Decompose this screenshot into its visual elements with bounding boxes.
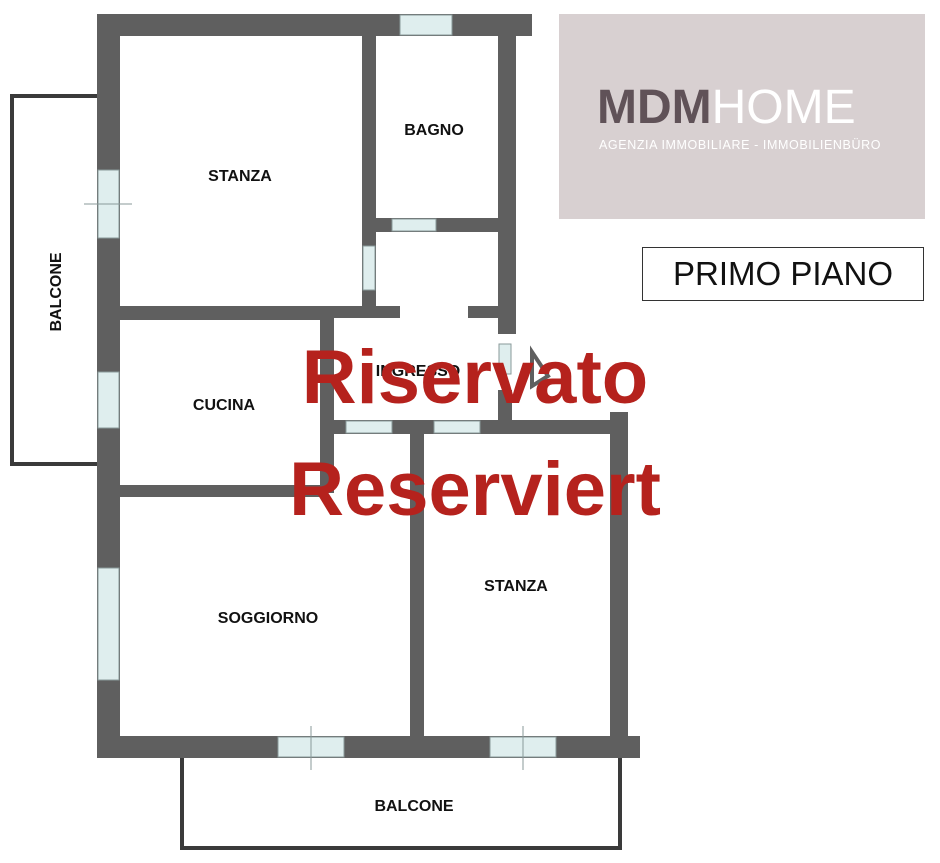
room-label-cucina: CUCINA [193,397,256,414]
logo-wordmark: MDMHOME [597,84,856,132]
logo-subtitle: AGENZIA IMMOBILIARE - IMMOBILIENBÜRO [599,138,882,152]
logo-brand-bold: MDM [597,81,712,134]
room-label-bagno: BAGNO [404,122,464,139]
room-label-stanza-right: STANZA [484,578,548,595]
window-mullions [84,203,524,770]
entrance-door-icon [530,345,551,390]
room-label-ingresso: INGRESSO [376,363,460,380]
balcony-left [10,94,97,466]
agency-logo: MDMHOME AGENZIA IMMOBILIARE - IMMOBILIEN… [559,14,925,219]
balcony-bottom [180,758,622,850]
room-label-soggiorno: SOGGIORNO [218,610,318,627]
floor-label: PRIMO PIANO [642,247,924,301]
room-label-balcone-bottom: BALCONE [374,798,453,815]
room-label-stanza-top: STANZA [208,168,272,185]
watermark-line-1: Riservato [301,335,649,420]
room-label-balcone-left: BALCONE [48,252,65,331]
logo-brand-light: HOME [711,81,856,134]
watermark-line-2: Reserviert [289,447,661,532]
